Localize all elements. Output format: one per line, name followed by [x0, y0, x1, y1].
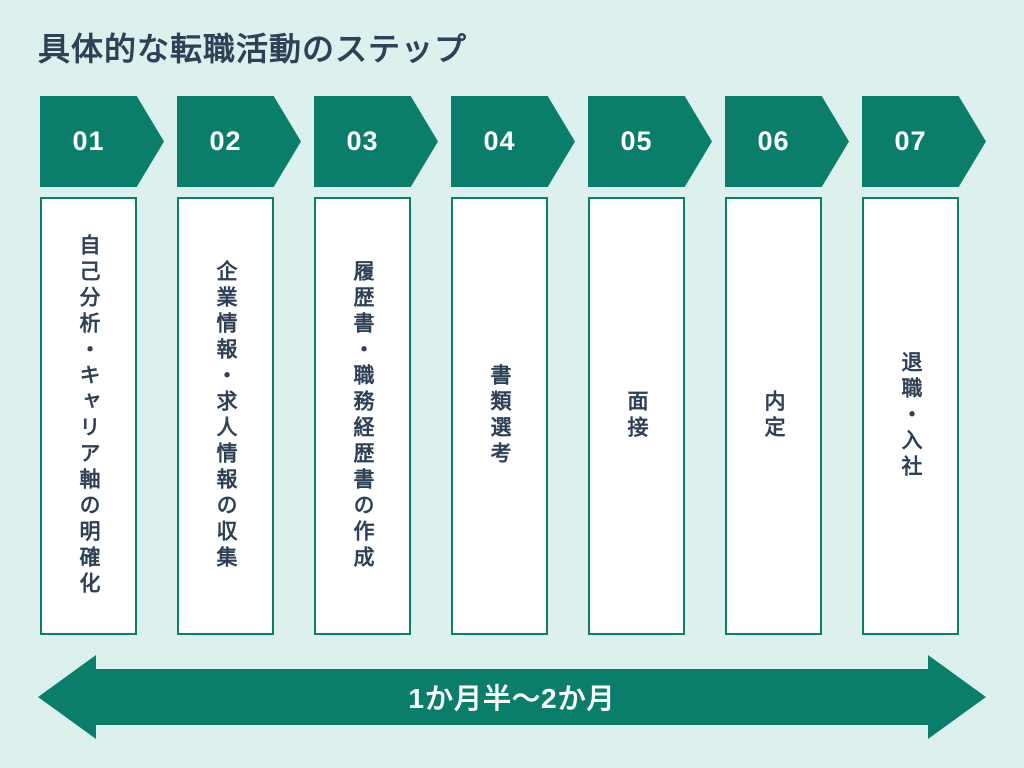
timeline-bar — [94, 669, 930, 725]
arrow-right-icon — [928, 655, 986, 739]
timeline-arrow: 1か月半〜2か月 — [38, 655, 986, 739]
step-label: 内定 — [762, 390, 785, 442]
step-04: 04 書類選考 — [451, 96, 575, 635]
step-chevron-icon: 01 — [40, 96, 164, 187]
step-chevron-icon: 04 — [451, 96, 575, 187]
step-label: 企業情報・求人情報の収集 — [214, 260, 237, 572]
step-01: 01 自己分析・キャリア軸の明確化 — [40, 96, 164, 635]
step-card: 企業情報・求人情報の収集 — [177, 197, 274, 635]
step-number: 07 — [894, 126, 927, 156]
step-chevron-icon: 06 — [725, 96, 849, 187]
step-07: 07 退職・入社 — [862, 96, 986, 635]
step-06: 06 内定 — [725, 96, 849, 635]
step-card: 履歴書・職務経歴書の作成 — [314, 197, 411, 635]
step-label: 退職・入社 — [899, 351, 922, 481]
page-title: 具体的な転職活動のステップ — [38, 31, 468, 67]
step-number: 05 — [620, 126, 653, 156]
step-card: 面接 — [588, 197, 685, 635]
step-label: 履歴書・職務経歴書の作成 — [351, 260, 374, 572]
step-card: 書類選考 — [451, 197, 548, 635]
step-number: 01 — [72, 126, 105, 156]
step-chevron-icon: 05 — [588, 96, 712, 187]
step-label: 書類選考 — [488, 364, 511, 468]
step-card: 退職・入社 — [862, 197, 959, 635]
step-chevron-icon: 03 — [314, 96, 438, 187]
step-chevron-icon: 02 — [177, 96, 301, 187]
step-02: 02 企業情報・求人情報の収集 — [177, 96, 301, 635]
step-card: 自己分析・キャリア軸の明確化 — [40, 197, 137, 635]
step-03: 03 履歴書・職務経歴書の作成 — [314, 96, 438, 635]
step-number: 02 — [209, 126, 242, 156]
arrow-left-icon — [38, 655, 96, 739]
step-card: 内定 — [725, 197, 822, 635]
step-05: 05 面接 — [588, 96, 712, 635]
step-number: 06 — [757, 126, 790, 156]
timeline-label: 1か月半〜2か月 — [408, 683, 616, 714]
step-number: 04 — [483, 126, 516, 156]
step-chevron-icon: 07 — [862, 96, 986, 187]
step-label: 自己分析・キャリア軸の明確化 — [77, 234, 100, 598]
step-label: 面接 — [625, 390, 648, 442]
step-number: 03 — [346, 126, 379, 156]
steps-row: 01 自己分析・キャリア軸の明確化 02 企業情報・求人情報の収集 03 履歴書… — [40, 96, 986, 635]
